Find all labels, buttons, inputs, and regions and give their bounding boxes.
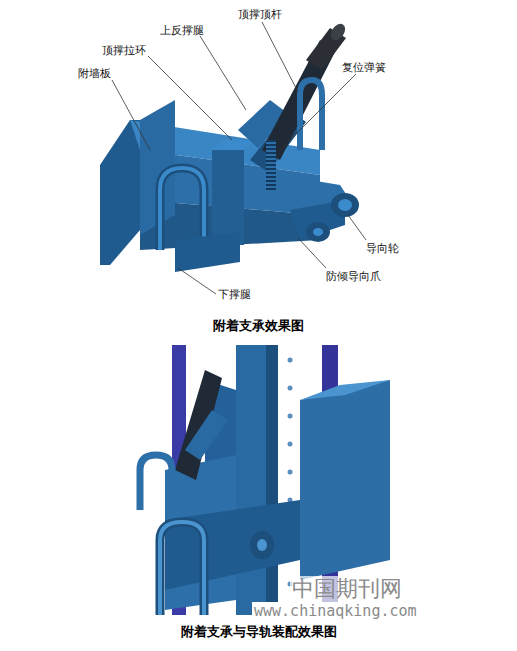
watermark: 中国期刊网 <box>290 576 404 602</box>
part-label: 导向轮 <box>366 242 399 255</box>
figure-caption: 附着支承与导轨装配效果图 <box>181 624 337 640</box>
watermark: www.chinaqking.com <box>252 602 419 620</box>
figure-caption: 附着支承效果图 <box>213 318 304 334</box>
part-label: 防倾导向爪 <box>326 270 381 283</box>
assembly-render <box>140 345 390 615</box>
leader-lines <box>112 22 366 294</box>
part-label: 顶撑拉环 <box>102 44 146 57</box>
support-render <box>100 21 359 272</box>
part-label: 顶撑顶杆 <box>238 8 282 21</box>
part-label: 附墙板 <box>78 67 111 80</box>
part-label: 上反撑腿 <box>160 24 204 37</box>
part-label: 下撑腿 <box>218 288 251 301</box>
part-label: 复位弹簧 <box>342 61 386 74</box>
